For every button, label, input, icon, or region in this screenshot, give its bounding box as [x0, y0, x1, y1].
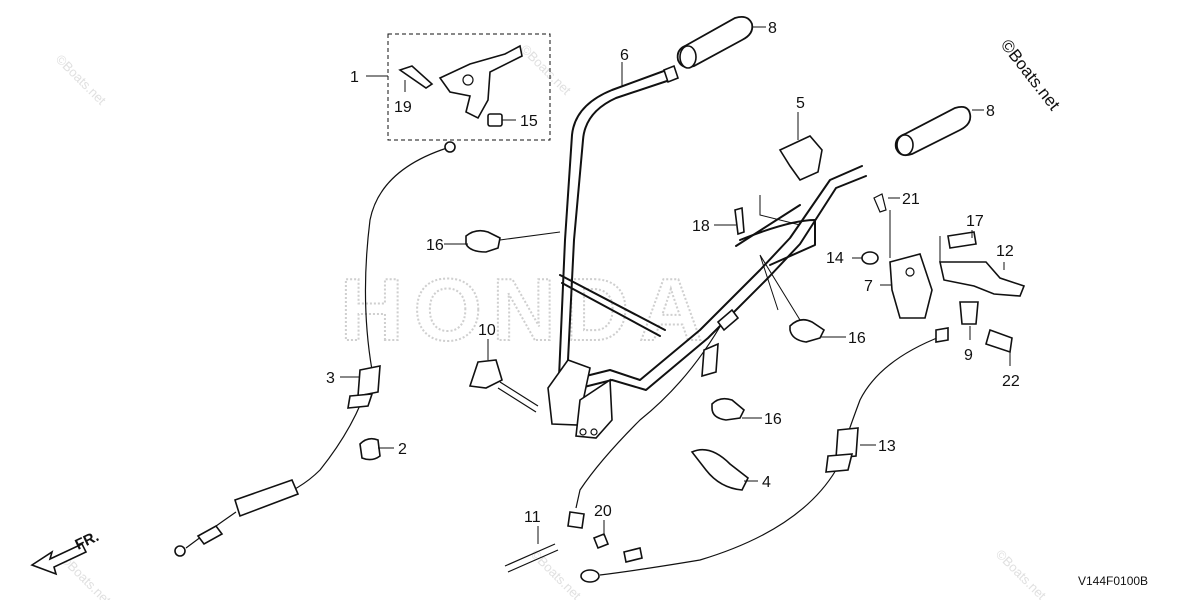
clip-2: [359, 437, 381, 461]
callout-21: 21: [902, 191, 920, 208]
callout-7: 7: [864, 278, 873, 295]
callout-16-left: 16: [426, 237, 444, 254]
callout-6: 6: [620, 47, 629, 64]
callout-12: 12: [996, 243, 1014, 260]
adjuster-10: [468, 359, 539, 413]
callout-20: 20: [594, 503, 612, 520]
callout-19: 19: [394, 99, 412, 116]
callout-15: 15: [520, 113, 538, 130]
site-watermark: ©Boats.net: [53, 52, 109, 108]
callout-10: 10: [478, 322, 496, 339]
callout-1: 1: [350, 69, 359, 86]
site-watermark: ©Boats.net: [528, 547, 584, 600]
callout-8-right: 8: [986, 103, 995, 120]
lever-cluster-right: [861, 193, 1026, 354]
diagram-code: V144F0100B: [1078, 574, 1148, 588]
grip-right: [894, 105, 972, 157]
site-watermark: ©Boats.net: [993, 547, 1049, 600]
callout-13: 13: [878, 438, 896, 455]
callout-5: 5: [796, 95, 805, 112]
cable-lower-center: [504, 308, 740, 573]
callout-17: 17: [966, 213, 984, 230]
bolt-18: [734, 206, 745, 236]
callout-2: 2: [398, 441, 407, 458]
callout-11: 11: [524, 509, 541, 526]
callout-16-lower: 16: [764, 411, 782, 428]
callout-18: 18: [692, 218, 710, 235]
callouts: 1 2 3 4 5 6 7 8 8 9 10 11 12 13 14 15 16…: [326, 20, 1020, 526]
clips-16: [465, 229, 826, 421]
site-watermark: ©Boats.net: [518, 42, 574, 98]
callout-16-right: 16: [848, 330, 866, 347]
copyright-label: ©Boats.net: [997, 36, 1064, 114]
cable-3: [174, 141, 456, 557]
leader-lines: [340, 26, 1011, 544]
callout-14: 14: [826, 250, 844, 267]
lever-assembly-box: [387, 33, 551, 141]
cable-13: [580, 327, 949, 583]
front-direction-arrow-icon: FR.: [30, 528, 102, 576]
band-4: [690, 448, 750, 491]
handle-frame: [547, 64, 867, 439]
clamp-5: [778, 135, 823, 181]
callout-8-upper: 8: [768, 20, 777, 37]
callout-9: 9: [964, 347, 973, 364]
direction-label: FR.: [73, 528, 102, 554]
callout-3: 3: [326, 370, 335, 387]
callout-4: 4: [762, 474, 771, 491]
callout-22: 22: [1002, 373, 1020, 390]
grip-upper: [676, 15, 754, 69]
brand-watermark: HONDA: [340, 260, 713, 359]
